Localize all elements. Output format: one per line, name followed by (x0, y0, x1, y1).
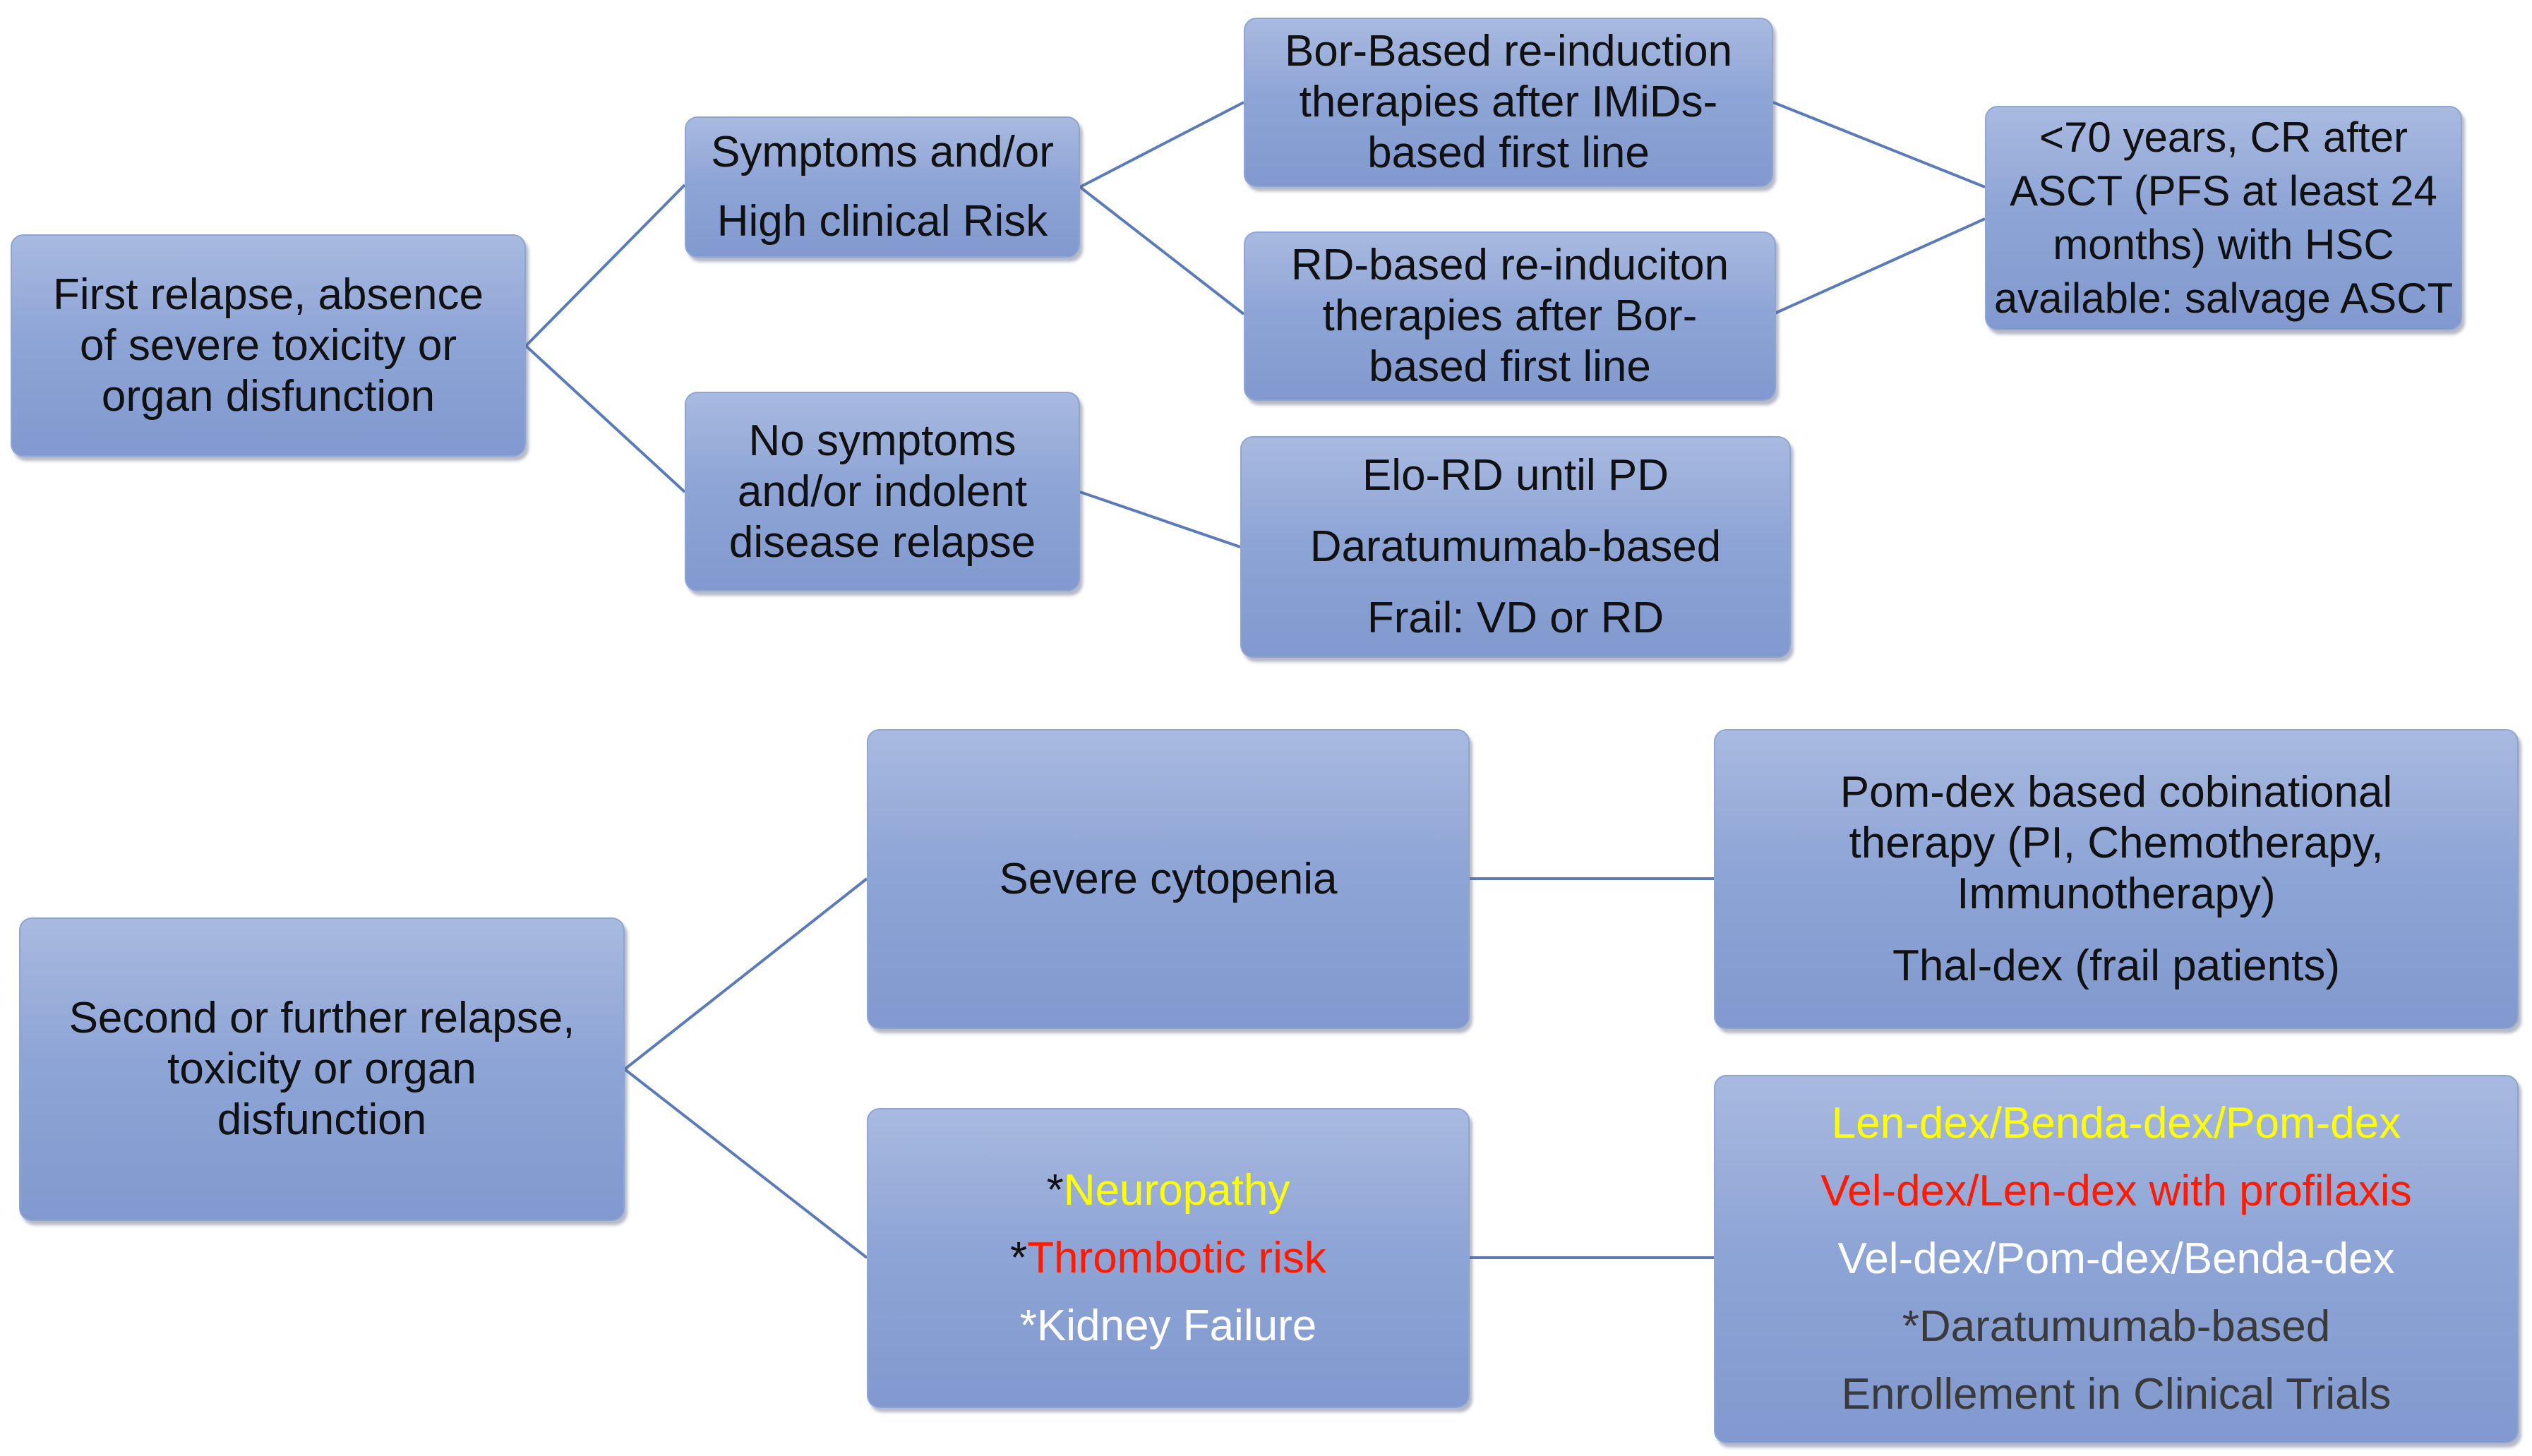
no-symptoms-line-3: disease relapse (728, 517, 1036, 567)
thrombotic-marker: * (1010, 1233, 1028, 1282)
root1-line-3: organ disfunction (101, 371, 436, 421)
rd-line-3: based first line (1369, 342, 1651, 391)
pomdex-line-2: therapy (PI, Chemotherapy, (1849, 818, 2384, 867)
option-elo-rd: Elo-RD until PD (1362, 451, 1669, 500)
root2-line-3: disfunction (217, 1095, 427, 1144)
salvage-line-1: <70 years, CR after (2039, 114, 2408, 161)
condition-kidney: *Kidney Failure (1020, 1301, 1316, 1352)
pomdex-line-3: Immunotherapy) (1957, 869, 2276, 918)
bor-line-3: based first line (1367, 128, 1650, 177)
regimen-neuropathy: Len-dex/Benda-dex/Pom-dex (1831, 1099, 2401, 1148)
regimen-daratumumab: *Daratumumab-based (1902, 1302, 2331, 1351)
connector-root2-cytopenia (623, 877, 868, 1071)
rd-line-1: RD-based re-induciton (1290, 241, 1729, 289)
thrombotic-label: Thrombotic risk (1027, 1233, 1326, 1282)
salvage-line-3: months) with HSC (2053, 221, 2394, 268)
regimen-thrombotic: Vel-dex/Len-dex with profilaxis (1820, 1167, 2412, 1215)
connector-root1-symptoms (524, 183, 686, 347)
bor-line-1: Bor-Based re-induction (1284, 27, 1733, 76)
severe-cytopenia-box: Severe cytopenia (867, 729, 1470, 1029)
rd-based-reinduction-box: RD-based re-induciton therapies after Bo… (1244, 231, 1776, 401)
root1-line-1: First relapse, absence (53, 270, 484, 319)
symptoms-line-1: Symptoms and/or (711, 128, 1054, 176)
salvage-line-4: available: salvage ASCT (1993, 275, 2454, 322)
bor-line-2: therapies after IMiDs- (1299, 78, 1718, 126)
pomdex-line-1: Pom-dex based cobinational (1840, 767, 2393, 817)
root2-line-1: Second or further relapse, (68, 994, 575, 1042)
regimen-kidney: Vel-dex/Pom-dex/Benda-dex (1837, 1234, 2395, 1283)
connector-symptoms-bor (1079, 101, 1244, 188)
salvage-line-2: ASCT (PFS at least 24 (2010, 167, 2437, 215)
connector-root1-nosymptoms (524, 344, 686, 493)
thaldex-line: Thal-dex (frail patients) (1892, 941, 2341, 990)
symptoms-high-risk-box: Symptoms and/or High clinical Risk (685, 116, 1080, 258)
no-symptoms-line-1: No symptoms (748, 416, 1016, 465)
connector-bor-salvage (1772, 101, 1986, 188)
further-relapse-root-box: Second or further relapse, toxicity or o… (19, 917, 625, 1221)
option-daratumumab: Daratumumab-based (1309, 522, 1722, 571)
connector-nosymptoms-options (1079, 491, 1241, 548)
no-symptoms-line-2: and/or indolent (737, 467, 1028, 516)
conditions-box: *Neuropathy *Thrombotic risk *Kidney Fai… (867, 1108, 1470, 1408)
no-symptoms-box: No symptoms and/or indolent disease rela… (685, 392, 1080, 591)
salvage-asct-box: <70 years, CR after ASCT (PFS at least 2… (1985, 106, 2462, 330)
connector-root2-conditions (623, 1068, 868, 1259)
condition-neuropathy: *Neuropathy (1047, 1165, 1290, 1216)
neuropathy-label: Neuropathy (1063, 1165, 1290, 1215)
first-relapse-root-box: First relapse, absence of severe toxicit… (11, 234, 526, 457)
connector-symptoms-rd (1079, 186, 1245, 315)
regimen-clinical-trials: Enrollement in Clinical Trials (1841, 1370, 2392, 1419)
kidney-label: Kidney Failure (1036, 1301, 1317, 1350)
root2-line-2: toxicity or organ (167, 1045, 476, 1093)
option-frail: Frail: VD or RD (1367, 594, 1664, 642)
condition-thrombotic: *Thrombotic risk (1010, 1233, 1326, 1284)
connector-rd-salvage (1772, 217, 1986, 315)
neuropathy-marker: * (1046, 1165, 1064, 1215)
pom-dex-therapy-box: Pom-dex based cobinational therapy (PI, … (1714, 729, 2519, 1029)
cytopenia-label: Severe cytopenia (999, 854, 1338, 903)
symptoms-line-2: High clinical Risk (716, 197, 1048, 246)
kidney-marker: * (1019, 1301, 1037, 1350)
regimens-box: Len-dex/Benda-dex/Pom-dex Vel-dex/Len-de… (1714, 1075, 2519, 1443)
rd-line-2: therapies after Bor- (1322, 291, 1698, 340)
first-relapse-options-box: Elo-RD until PD Daratumumab-based Frail:… (1240, 436, 1791, 658)
bor-based-reinduction-box: Bor-Based re-induction therapies after I… (1244, 18, 1773, 187)
root1-line-2: of severe toxicity or (79, 320, 457, 370)
